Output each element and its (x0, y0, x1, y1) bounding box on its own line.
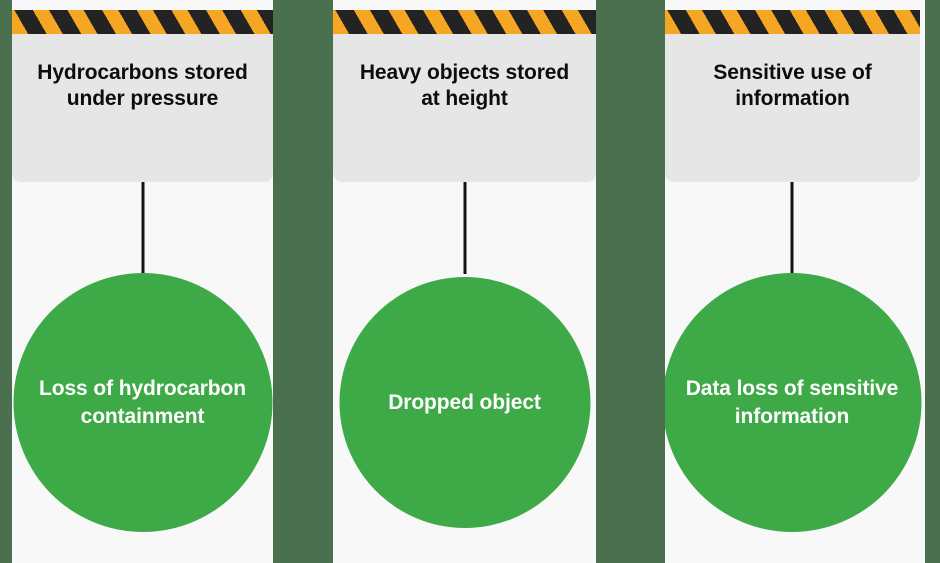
hazard-title-2: Heavy objects stored at height (359, 61, 570, 111)
hazard-stripe-band-icon (12, 10, 273, 34)
connector-line-3 (790, 182, 794, 274)
hazard-card-1[interactable]: Hydrocarbons stored under pressure Loss … (12, 0, 273, 563)
hazard-header-panel-1: Hydrocarbons stored under pressure (12, 34, 273, 182)
consequence-circle-3[interactable]: Data loss of sensitive information (665, 273, 922, 532)
consequence-circle-2[interactable]: Dropped object (339, 277, 590, 528)
hazard-header-panel-3: Sensitive use of information (665, 34, 920, 182)
consequence-label-2: Dropped object (388, 390, 541, 414)
hazard-title-1: Hydrocarbons stored under pressure (37, 61, 248, 111)
consequence-label-3: Data loss of sensitive information (685, 377, 899, 428)
consequence-label-1: Loss of hydrocarbon containment (39, 377, 246, 428)
hazard-title-3: Sensitive use of information (713, 61, 872, 111)
connector-line-2 (463, 182, 466, 274)
hazard-stripe-band-icon (665, 10, 920, 34)
hazard-card-2[interactable]: Heavy objects stored at height Dropped o… (333, 0, 596, 563)
hazard-card-3[interactable]: Sensitive use of information Data loss o… (665, 0, 925, 563)
hazard-header-panel-2: Heavy objects stored at height (333, 34, 596, 182)
connector-line-1 (141, 182, 144, 274)
hazard-stripe-band-icon (333, 10, 596, 34)
consequence-circle-1[interactable]: Loss of hydrocarbon containment (13, 273, 272, 532)
